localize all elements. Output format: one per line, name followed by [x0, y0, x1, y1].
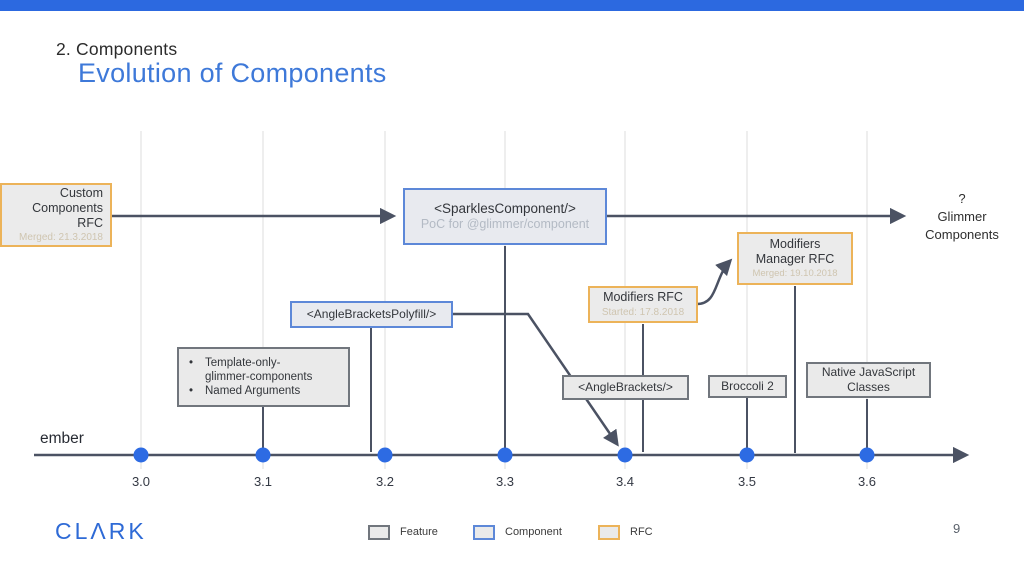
box-anglebrackets: <AngleBrackets/>	[562, 375, 689, 400]
legend-item-component: Component	[473, 523, 562, 541]
box-connectors	[262, 246, 868, 453]
box-title: <SparklesComponent/>	[434, 200, 576, 216]
feature-bullet-list: Template-only- glimmer-components Named …	[183, 356, 344, 398]
feature-swatch-icon	[368, 524, 390, 540]
timeline-axis-label: ember	[40, 430, 84, 447]
future-label-line: ?	[958, 191, 966, 206]
box-modifiers-rfc: Modifiers RFC Started: 17.8.2018	[588, 286, 698, 323]
box-title: Modifiers RFC	[603, 290, 683, 305]
bullet-item-continuation: glimmer-components	[205, 370, 313, 383]
box-native-javascript-classes: Native JavaScript Classes	[806, 362, 931, 398]
version-tick-label: 3.4	[615, 474, 635, 489]
future-label-line: Glimmer	[937, 209, 987, 225]
clark-logo: CLΛRK	[55, 518, 147, 544]
box-title-line: Manager RFC	[755, 252, 835, 267]
box-date: Merged: 21.3.2018	[19, 232, 103, 244]
legend-item-rfc: RFC	[598, 523, 653, 541]
box-sparkles-component: <SparklesComponent/> PoC for @glimmer/co…	[403, 188, 607, 245]
box-subtitle: PoC for @glimmer/component	[420, 217, 590, 232]
version-tick-label: 3.6	[857, 474, 877, 489]
legend-label: Feature	[400, 526, 438, 538]
version-dots	[133, 447, 875, 463]
box-title: <AngleBracketsPolyfill/>	[306, 307, 437, 322]
component-swatch-icon	[473, 524, 495, 540]
legend-label: Component	[505, 526, 562, 538]
version-tick-label: 3.2	[375, 474, 395, 489]
legend-label: RFC	[630, 526, 653, 538]
bullet-item: Named Arguments	[183, 384, 344, 398]
rfc-swatch-icon	[598, 524, 620, 540]
polyfill-to-34-arrow	[453, 312, 619, 447]
box-custom-components-rfc: Custom Components RFC Merged: 21.3.2018	[0, 183, 112, 247]
box-title-line: Components	[32, 200, 103, 215]
box-modifiers-manager-rfc: Modifiers Manager RFC Merged: 19.10.2018	[737, 232, 853, 285]
legend-item-feature: Feature	[368, 523, 438, 541]
modifiers-rfc-to-manager-arrow	[696, 258, 733, 306]
box-date: Merged: 19.10.2018	[752, 268, 838, 280]
box-title-line: RFC	[77, 216, 103, 231]
section-kicker: 2. Components	[56, 39, 178, 59]
glimmer-components-future-label: ? Glimmer Components	[902, 190, 1022, 245]
page-title: Evolution of Components	[78, 58, 387, 88]
box-date: Started: 17.8.2018	[601, 306, 685, 318]
future-label-line: Components	[925, 227, 999, 243]
version-tick-label: 3.3	[495, 474, 515, 489]
version-tick-label: 3.0	[131, 474, 151, 489]
box-title-line: Modifiers	[769, 236, 821, 251]
page-number: 9	[953, 521, 961, 536]
version-tick-label: 3.1	[253, 474, 273, 489]
box-template-only-features: Template-only- glimmer-components Named …	[177, 347, 350, 407]
bullet-item: Template-only-	[183, 356, 344, 370]
box-title: Native JavaScript Classes	[821, 365, 916, 394]
box-title: Broccoli 2	[721, 379, 774, 394]
top-accent-bar	[0, 0, 1024, 11]
box-anglebrackets-polyfill: <AngleBracketsPolyfill/>	[290, 301, 453, 328]
box-title: <AngleBrackets/>	[578, 380, 673, 395]
box-title-line: Custom	[59, 185, 103, 200]
box-broccoli-2: Broccoli 2	[708, 375, 787, 398]
version-tick-label: 3.5	[737, 474, 757, 489]
